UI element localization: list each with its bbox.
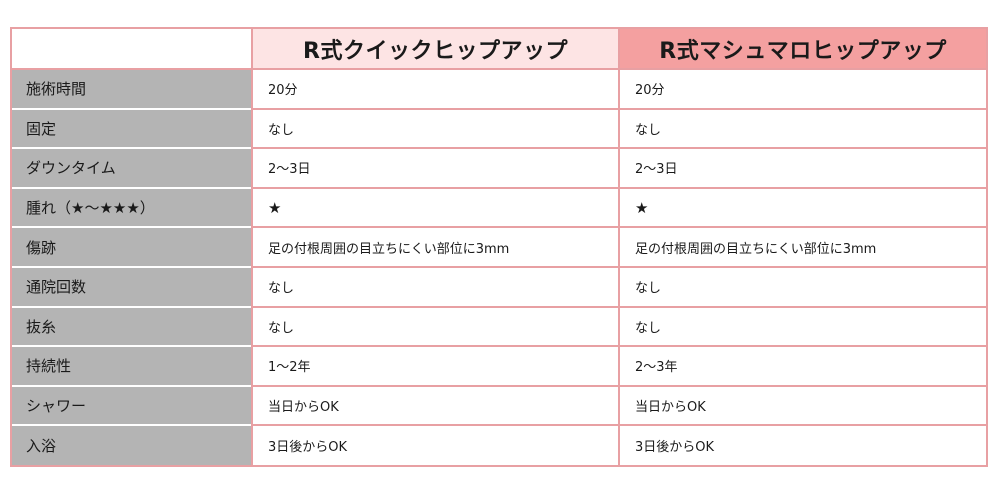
- table-row: 腫れ（★〜★★★） ★ ★: [12, 186, 986, 228]
- header-marshmallow-hip-up: R式マシュマロヒップアップ: [619, 29, 986, 69]
- cell-marshmallow: 2〜3日: [619, 147, 986, 188]
- cell-quick: なし: [252, 107, 620, 149]
- header-quick-hip-up: R式クイックヒップアップ: [252, 29, 620, 69]
- row-label: 傷跡: [12, 226, 253, 267]
- cell-quick: 20分: [252, 68, 620, 109]
- row-label: 通院回数: [12, 265, 253, 307]
- row-label: 入浴: [12, 424, 253, 465]
- row-label: 施術時間: [12, 68, 253, 109]
- row-label: 持続性: [12, 345, 253, 386]
- cell-quick: 当日からOK: [252, 384, 620, 426]
- cell-marshmallow: 当日からOK: [619, 384, 986, 426]
- header-corner-cell: [12, 29, 253, 69]
- cell-marshmallow: 20分: [619, 68, 986, 109]
- row-label: 抜糸: [12, 305, 253, 347]
- table-row: ダウンタイム 2〜3日 2〜3日: [12, 147, 986, 188]
- header-row: R式クイックヒップアップ R式マシュマロヒップアップ: [12, 29, 986, 69]
- cell-quick: 足の付根周囲の目立ちにくい部位に3mm: [252, 226, 620, 267]
- cell-marshmallow: なし: [619, 265, 986, 307]
- row-label: ダウンタイム: [12, 147, 253, 188]
- cell-marshmallow-star-rating: ★: [619, 186, 986, 228]
- cell-marshmallow: なし: [619, 107, 986, 149]
- cell-marshmallow: 3日後からOK: [619, 424, 986, 465]
- cell-quick: なし: [252, 305, 620, 347]
- row-label: シャワー: [12, 384, 253, 426]
- cell-marshmallow: なし: [619, 305, 986, 347]
- table-row: 抜糸 なし なし: [12, 305, 986, 347]
- row-label: 腫れ（★〜★★★）: [12, 186, 253, 228]
- cell-quick-star-rating: ★: [252, 186, 620, 228]
- comparison-table: R式クイックヒップアップ R式マシュマロヒップアップ 施術時間 20分 20分 …: [12, 29, 986, 465]
- table-row: シャワー 当日からOK 当日からOK: [12, 384, 986, 426]
- table-row: 施術時間 20分 20分: [12, 68, 986, 109]
- table-row: 持続性 1〜2年 2〜3年: [12, 345, 986, 386]
- cell-quick: 3日後からOK: [252, 424, 620, 465]
- cell-quick: 2〜3日: [252, 147, 620, 188]
- cell-quick: 1〜2年: [252, 345, 620, 386]
- comparison-table-frame: R式クイックヒップアップ R式マシュマロヒップアップ 施術時間 20分 20分 …: [10, 27, 988, 467]
- table-row: 入浴 3日後からOK 3日後からOK: [12, 424, 986, 465]
- table-row: 固定 なし なし: [12, 107, 986, 149]
- table-row: 通院回数 なし なし: [12, 265, 986, 307]
- row-label: 固定: [12, 107, 253, 149]
- cell-marshmallow: 2〜3年: [619, 345, 986, 386]
- table-row: 傷跡 足の付根周囲の目立ちにくい部位に3mm 足の付根周囲の目立ちにくい部位に3…: [12, 226, 986, 267]
- cell-quick: なし: [252, 265, 620, 307]
- cell-marshmallow: 足の付根周囲の目立ちにくい部位に3mm: [619, 226, 986, 267]
